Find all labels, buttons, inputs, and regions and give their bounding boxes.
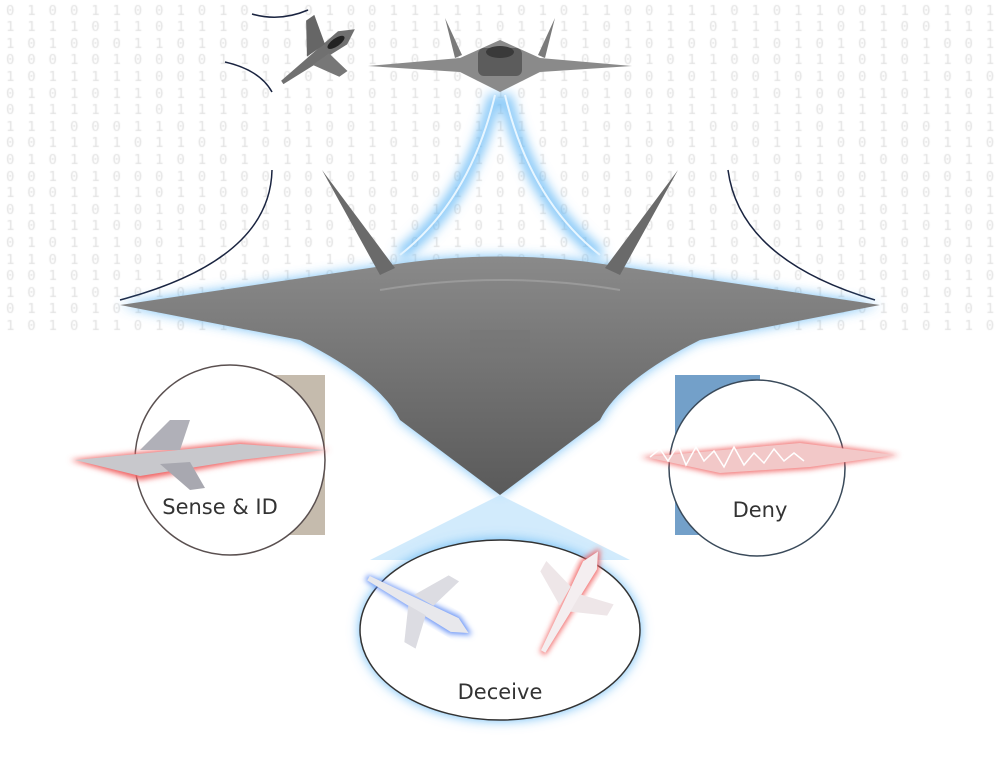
deceive-label: Deceive [457,680,543,704]
deceive-bubble [359,495,641,721]
sense-id-label: Sense & ID [162,495,278,519]
sense-id-bubble [70,364,330,556]
main-aircraft [120,170,880,495]
datalink-lines [119,9,876,301]
datalink-beam [396,93,604,259]
decoy-jet-red-icon [540,548,614,655]
decoy-jet-blue-icon [365,575,472,649]
f22-frontal-icon [368,18,632,92]
enemy-jet-jammed-icon [640,441,900,475]
deny-label: Deny [732,498,788,522]
enemy-jet-scanned-icon [70,420,330,490]
deny-bubble [640,375,900,557]
f35-banking-icon [281,14,355,85]
